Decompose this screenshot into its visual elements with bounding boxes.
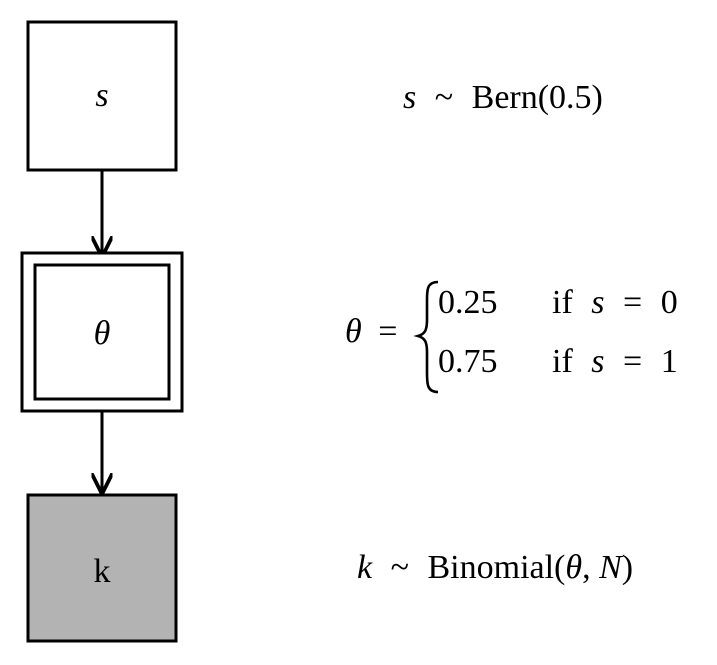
case-row-2: 0.75 if s = 1 [438, 343, 678, 380]
equation-k: k ~ Binomial(θ, N) [357, 549, 633, 586]
case-2-var: s [591, 343, 604, 380]
case-2-val: 1 [661, 343, 678, 380]
node-theta-inner-box [33, 263, 171, 401]
equation-s-var: s [403, 79, 416, 116]
equation-k-arg2: N [598, 549, 624, 586]
equation-s: s ~ Bern(0.5) [403, 79, 603, 116]
equation-s-dist: Bern(0.5) [472, 79, 603, 116]
case-2-value: 0.75 [438, 343, 498, 380]
equation-s-rel: ~ [435, 79, 453, 116]
cases-brace [413, 280, 439, 394]
equation-k-rel: ~ [391, 549, 409, 586]
equation-k-comma: , [582, 549, 591, 586]
case-1-value: 0.25 [438, 284, 498, 321]
equation-k-var: k [357, 549, 373, 586]
node-k-label: k [94, 553, 111, 590]
equation-theta-var: θ [345, 313, 362, 350]
node-k-box [26, 493, 178, 643]
node-s-box [26, 20, 178, 172]
equation-k-arg1: θ [565, 549, 582, 586]
case-1-var: s [591, 284, 604, 321]
equation-theta-lhs: θ = [345, 313, 397, 350]
case-row-1: 0.25 if s = 0 [438, 284, 678, 321]
node-theta-label: θ [94, 315, 111, 352]
equation-k-close: ) [622, 549, 633, 586]
case-1-val: 0 [661, 284, 678, 321]
equation-theta-eq: = [378, 313, 397, 350]
case-2-if: if [552, 343, 573, 380]
case-2-eq: = [623, 343, 642, 380]
case-1-if: if [552, 284, 573, 321]
node-s-label: s [95, 77, 108, 114]
case-1-eq: = [623, 284, 642, 321]
equation-k-dist-name: Binomial( [428, 549, 566, 586]
